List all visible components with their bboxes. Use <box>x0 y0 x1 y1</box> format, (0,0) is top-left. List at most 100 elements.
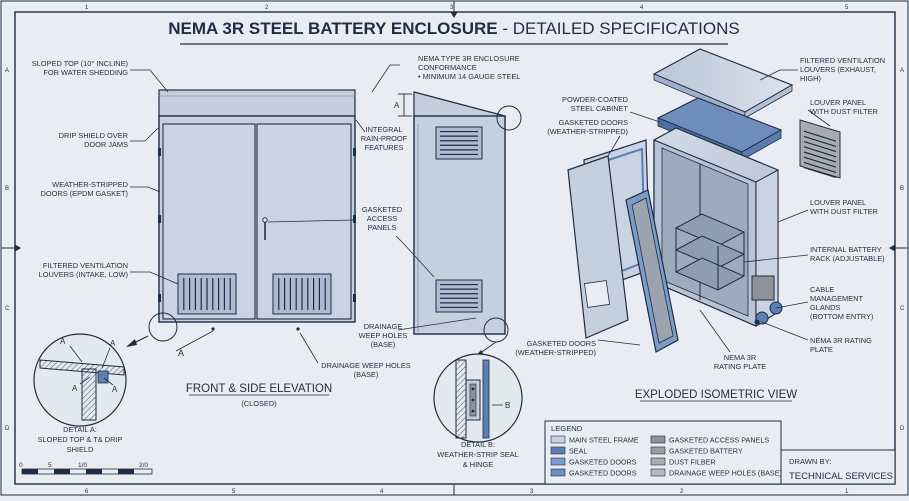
grid-number: 5 <box>232 489 236 495</box>
label-gasketed-doors-top: GASKETED DOORS(WEATHER-STRIPPED) <box>547 118 628 136</box>
scale-tick: 2/0 <box>139 462 148 469</box>
rain-callout-circle <box>496 105 522 131</box>
label-gasketed-doors-bottom: GASKETED DOORS(WEATHER-STRIPPED) <box>515 339 596 357</box>
louver-slat <box>803 151 837 163</box>
grid-number: 6 <box>85 489 89 495</box>
grid-number: 3 <box>450 5 454 11</box>
grid-letter: C <box>900 306 905 312</box>
drawn-by-name: TECHNICAL SERVICES <box>789 471 893 482</box>
detail-a-marker: A <box>60 337 66 346</box>
legend-swatch <box>650 446 666 455</box>
louver-slat <box>803 135 837 147</box>
grid-letter: A <box>5 68 9 74</box>
legend-swatch <box>550 435 566 444</box>
title-bold: NEMA 3R STEEL BATTERY ENCLOSURE <box>168 19 497 38</box>
sloped-top <box>158 89 356 117</box>
detail-a-marker: A <box>72 384 78 393</box>
grid-number: 5 <box>845 5 849 11</box>
legend-swatch <box>550 457 566 466</box>
louver-slat <box>803 156 837 168</box>
elevation-sub-caption: (CLOSED) <box>241 399 276 408</box>
battery-rack <box>674 213 746 291</box>
legend-swatch <box>550 446 566 455</box>
grid-number: 1 <box>845 489 849 495</box>
grid-number: 3 <box>530 489 534 495</box>
side-elevation: A <box>394 91 522 343</box>
grid-letter: B <box>900 186 904 192</box>
grid-side-letters: A B C D A B C D <box>5 68 905 432</box>
left-door-panel <box>567 155 629 339</box>
detail-a-callout-circle <box>148 312 178 342</box>
grid-bottom-numbers: 6 5 4 3 2 1 <box>85 489 849 495</box>
gland-plate <box>751 275 775 301</box>
legend-swatch <box>650 468 666 477</box>
legend-item-label: GASKETED BATTERY <box>669 447 743 456</box>
legend-swatch <box>650 435 666 444</box>
door-handle[interactable] <box>262 217 268 240</box>
detail-b-caption: DETAIL B:WEATHER-STRIP SEAL& HINGE <box>437 440 518 469</box>
louver-slat <box>803 146 837 158</box>
legend-item-label: GASKETED ACCESS PANELS <box>669 436 769 445</box>
louver-slat <box>803 130 837 142</box>
label-sloped-top: SLOPED TOP (10° INCLINE)FOR WATER SHEDDI… <box>32 59 128 77</box>
drawing-title: NEMA 3R STEEL BATTERY ENCLOSURE - DETAIL… <box>168 19 739 38</box>
exploded-view <box>567 48 841 353</box>
drawn-by-label: DRAWN BY: <box>789 457 831 466</box>
elevation-leaders <box>130 64 477 364</box>
grid-number: 2 <box>680 489 684 495</box>
dimension-a-label: A <box>394 101 400 110</box>
side-louver-bottom <box>435 279 483 313</box>
legend-item-label: DUST FILBER <box>669 458 716 467</box>
exploded-caption: EXPLODED ISOMETRIC VIEW <box>635 389 797 401</box>
grid-letter: A <box>900 68 904 74</box>
legend-item-label: GASKETED DOORS <box>569 458 637 467</box>
scale-tick: 1/0 <box>78 462 87 469</box>
title-block-box <box>780 449 896 485</box>
grid-number: 4 <box>380 489 384 495</box>
louver-panel-top <box>799 119 841 179</box>
label-marker-a: A <box>178 348 184 358</box>
legend-item-label: GASKETED DOORS <box>569 469 637 478</box>
grid-letter: B <box>5 186 9 192</box>
grid-number: 2 <box>265 5 269 11</box>
detail-b: B DETAIL B:WEATHER-STRIP SEAL& HINGE <box>433 341 523 469</box>
legend-swatch <box>650 457 666 466</box>
detail-a-circle <box>33 333 127 427</box>
side-louver-top <box>435 126 483 160</box>
legend-item-label: SEAL <box>569 447 587 456</box>
title-rest: - DETAILED SPECIFICATIONS <box>498 19 740 38</box>
detail-a-marker: A <box>110 339 116 348</box>
intake-louver-right <box>272 273 332 315</box>
exploded-leaders <box>597 69 831 353</box>
scale-tick: 0 <box>19 462 23 469</box>
legend-item-label: MAIN STEEL FRAME <box>569 436 639 445</box>
scale-bar: 0 5 1/0 2/0 <box>19 462 153 475</box>
dimension-a <box>398 93 412 117</box>
detail-b-marker: B <box>505 401 510 410</box>
louver-slat <box>803 141 837 153</box>
grid-letter: C <box>5 306 10 312</box>
hinge-left <box>158 148 356 302</box>
label-drainage-base: DRAINAGE WEEP HOLES(BASE) <box>321 361 410 379</box>
detail-a-arrow <box>126 335 149 347</box>
